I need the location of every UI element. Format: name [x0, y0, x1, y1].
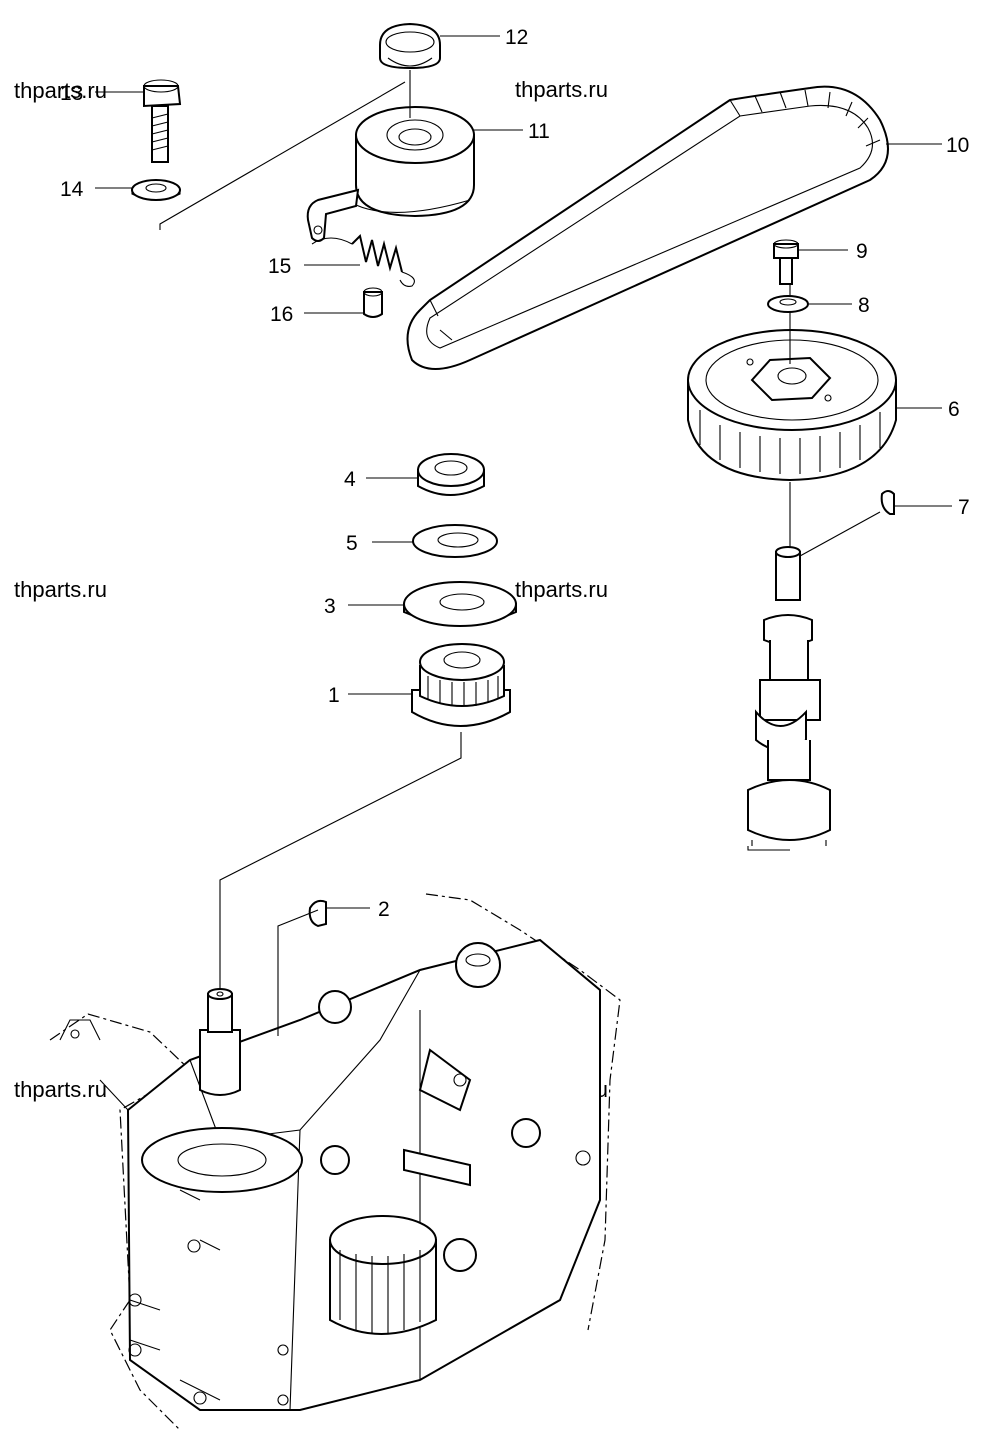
watermark-top-left: thparts.ru — [14, 78, 107, 103]
part-1-crankshaft-pulley[interactable] — [411, 643, 511, 727]
part-7-key[interactable] — [880, 490, 895, 515]
part-14-washer[interactable] — [131, 179, 181, 201]
callout-11: 11 — [528, 120, 550, 143]
callout-2: 2 — [378, 898, 390, 921]
callout-3: 3 — [324, 595, 336, 618]
callout-14: 14 — [60, 178, 84, 201]
callout-9: 9 — [856, 240, 868, 263]
callout-12: 12 — [505, 26, 528, 49]
watermark-mid-right: thparts.ru — [515, 577, 608, 602]
part-6-camshaft-pulley[interactable] — [687, 329, 897, 482]
camshaft — [747, 546, 831, 846]
part-12-cap[interactable] — [379, 22, 441, 70]
callout-16: 16 — [270, 303, 293, 326]
part-4-nut[interactable] — [417, 453, 485, 496]
part-16-pin[interactable] — [363, 287, 383, 318]
callout-13: 13 — [60, 82, 83, 105]
watermark-mid-left: thparts.ru — [14, 577, 107, 602]
callout-10: 10 — [946, 134, 969, 157]
part-3-plate-washer[interactable] — [403, 581, 517, 627]
leader-lines — [95, 35, 952, 909]
watermark-top-right: thparts.ru — [515, 77, 608, 102]
engine-block — [49, 893, 621, 1431]
part-15-spring[interactable] — [311, 234, 415, 287]
part-8-washer[interactable] — [767, 295, 809, 313]
part-13-bolt[interactable] — [143, 79, 182, 163]
part-9-bolt[interactable] — [773, 239, 799, 285]
callout-8: 8 — [858, 294, 870, 317]
callout-7: 7 — [958, 496, 970, 519]
part-11-tensioner-pulley[interactable] — [306, 106, 475, 242]
callout-labels: 12 11 13 14 15 16 10 9 8 6 7 4 5 3 1 2 — [60, 26, 970, 921]
assembly-lines — [159, 70, 881, 1036]
part-5-lock-washer[interactable] — [412, 524, 498, 558]
callout-4: 4 — [344, 468, 356, 491]
part-10-timing-belt[interactable] — [406, 85, 889, 370]
callout-1: 1 — [328, 684, 340, 707]
callout-15: 15 — [268, 255, 291, 278]
watermark-bottom-left: thparts.ru — [14, 1077, 107, 1102]
callout-5: 5 — [346, 532, 358, 555]
callout-6: 6 — [948, 398, 960, 421]
part-2-key[interactable] — [308, 899, 327, 928]
